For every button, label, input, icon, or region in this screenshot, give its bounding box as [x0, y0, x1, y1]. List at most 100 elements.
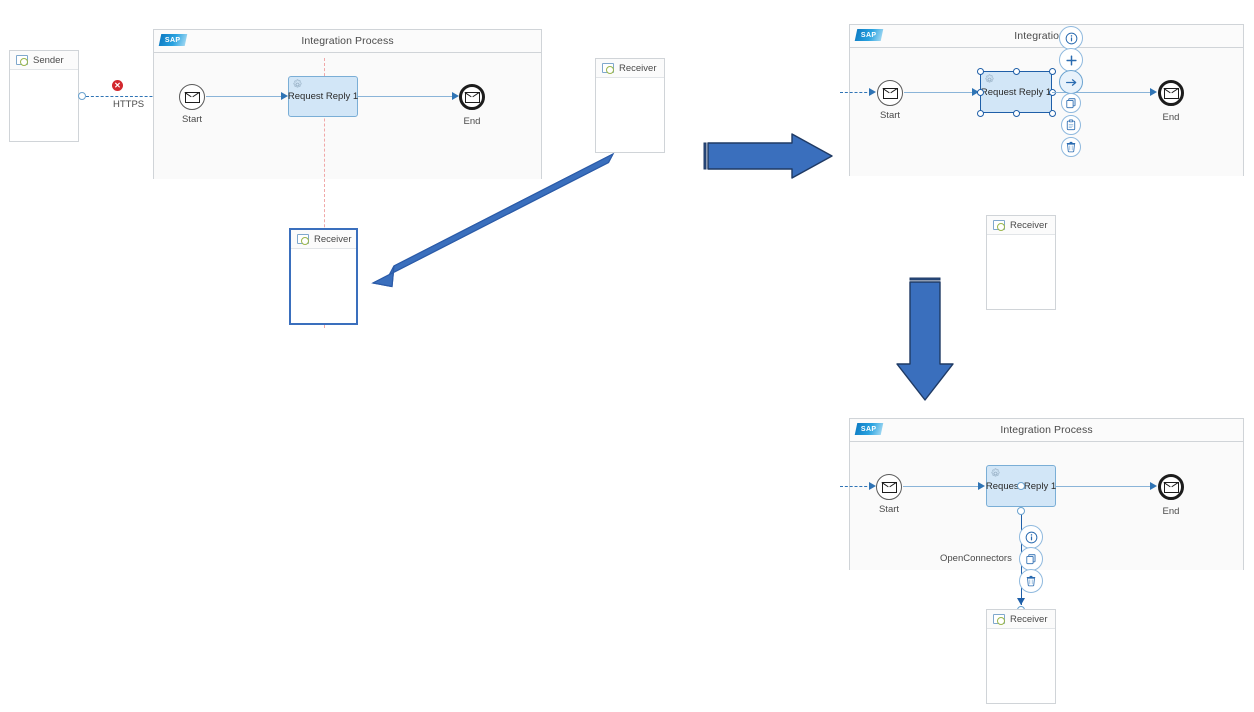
- pool-header-selected: SAP Integration Pr: [850, 25, 1243, 48]
- pool-header-after: SAP Integration Process: [850, 419, 1243, 442]
- activity-anchor-center-after[interactable]: [1017, 482, 1025, 490]
- activity-to-end-connector-after[interactable]: [1056, 486, 1152, 487]
- receiver-dragged-body: [291, 249, 356, 323]
- start-to-activity-connector-selected[interactable]: [904, 92, 974, 93]
- receiver-participant-connected[interactable]: Receiver: [986, 609, 1056, 704]
- end-event-after[interactable]: End: [1158, 474, 1184, 517]
- sap-logo-icon: SAP: [158, 34, 188, 46]
- connection-copy-button[interactable]: [1019, 547, 1043, 571]
- end-event-label: End: [463, 116, 481, 127]
- activity-to-end-arrowhead-selected: [1150, 88, 1157, 96]
- participant-system-icon: [297, 233, 309, 245]
- receiver-source-body: [596, 78, 664, 152]
- info-icon: [1065, 32, 1077, 44]
- request-reply-activity-selected[interactable]: Request Reply 1: [980, 71, 1052, 113]
- gear-icon: [985, 74, 994, 83]
- sap-logo-icon: SAP: [854, 29, 884, 41]
- incoming-stub-arrowhead: [869, 88, 876, 96]
- start-to-activity-arrowhead-after: [978, 482, 985, 490]
- resize-handle-se[interactable]: [1048, 109, 1056, 117]
- activity-label-before: Request Reply 1: [287, 91, 359, 102]
- resize-handle-nw[interactable]: [976, 67, 984, 75]
- connection-info-button[interactable]: [1019, 525, 1043, 549]
- end-event-label: End: [1162, 506, 1180, 517]
- receiver-participant-dragged[interactable]: Receiver: [289, 228, 358, 325]
- resize-handle-w[interactable]: [976, 88, 984, 96]
- pool-title-before: Integration Process: [301, 35, 394, 47]
- quick-action-add-button[interactable]: [1059, 48, 1083, 72]
- start-event-after[interactable]: Start: [876, 474, 902, 515]
- receiver-connected-header: Receiver: [987, 610, 1055, 629]
- receiver-middle-header: Receiver: [987, 216, 1055, 235]
- plus-icon: [1065, 54, 1077, 66]
- end-event-before[interactable]: End: [459, 84, 485, 127]
- request-reply-activity-before[interactable]: Request Reply 1: [288, 76, 358, 117]
- receiver-connected-body: [987, 629, 1055, 703]
- activity-to-end-arrowhead: [452, 92, 459, 100]
- start-to-activity-connector-before[interactable]: [206, 96, 282, 97]
- step-arrow-right: [703, 133, 834, 179]
- quick-action-connector-button[interactable]: [1059, 70, 1083, 94]
- trash-icon: [1066, 141, 1076, 153]
- start-to-activity-arrowhead: [281, 92, 288, 100]
- quick-action-info-button[interactable]: [1059, 26, 1083, 50]
- sender-header: Sender: [10, 51, 78, 70]
- receiver-participant-source[interactable]: Receiver: [595, 58, 665, 153]
- openconnectors-arrowhead: [1016, 598, 1025, 605]
- start-to-activity-arrowhead-selected: [972, 88, 979, 96]
- paste-icon: [1066, 119, 1076, 131]
- drag-receiver-arrow: [370, 150, 620, 295]
- info-icon: [1025, 531, 1037, 543]
- start-event-before[interactable]: Start: [179, 84, 205, 125]
- quick-action-copy-button[interactable]: [1061, 93, 1081, 113]
- receiver-middle-body: [987, 235, 1055, 309]
- start-event-selected[interactable]: Start: [877, 80, 903, 121]
- copy-icon: [1066, 98, 1076, 109]
- gear-icon: [991, 468, 1000, 477]
- activity-to-end-connector-before[interactable]: [358, 96, 455, 97]
- copy-icon: [1026, 554, 1036, 565]
- incoming-stub-connector-after[interactable]: [840, 486, 872, 487]
- incoming-stub-arrowhead-after: [869, 482, 876, 490]
- activity-to-end-connector-selected[interactable]: [1052, 92, 1152, 93]
- openconnectors-source-anchor[interactable]: [1017, 507, 1025, 515]
- receiver-connected-label: Receiver: [1010, 613, 1048, 625]
- receiver-middle-label: Receiver: [1010, 219, 1048, 231]
- connection-delete-button[interactable]: [1019, 569, 1043, 593]
- sender-participant[interactable]: Sender: [9, 50, 79, 142]
- start-event-label: Start: [879, 110, 901, 121]
- step-arrow-down: [896, 277, 954, 403]
- incoming-stub-connector-selected[interactable]: [840, 92, 872, 93]
- activity-to-end-arrowhead-after: [1150, 482, 1157, 490]
- resize-handle-ne[interactable]: [1048, 67, 1056, 75]
- quick-action-paste-button[interactable]: [1061, 115, 1081, 135]
- sender-body: [10, 70, 78, 141]
- sender-connection-endpoint[interactable]: [78, 92, 86, 100]
- start-event-label: Start: [878, 504, 900, 515]
- openconnectors-label: OpenConnectors: [940, 553, 1012, 564]
- end-event-label: End: [1162, 112, 1180, 123]
- sender-label: Sender: [33, 54, 64, 66]
- receiver-source-label: Receiver: [619, 62, 657, 74]
- message-envelope-icon: [1163, 87, 1179, 99]
- participant-system-icon: [993, 613, 1005, 625]
- quick-action-delete-button[interactable]: [1061, 137, 1081, 157]
- connector-error-icon: ✕: [112, 80, 123, 91]
- gear-icon: [293, 79, 302, 88]
- receiver-participant-middle[interactable]: Receiver: [986, 215, 1056, 310]
- pool-header-before: SAP Integration Process: [154, 30, 541, 53]
- resize-handle-n[interactable]: [1012, 67, 1020, 75]
- sender-https-connector[interactable]: [86, 96, 172, 97]
- start-event-label: Start: [181, 114, 203, 125]
- alignment-guide-line: [324, 58, 325, 328]
- receiver-dragged-header: Receiver: [291, 230, 356, 249]
- message-envelope-icon: [881, 481, 897, 493]
- participant-system-icon: [993, 219, 1005, 231]
- resize-handle-sw[interactable]: [976, 109, 984, 117]
- message-envelope-icon: [1163, 481, 1179, 493]
- resize-handle-s[interactable]: [1012, 109, 1020, 117]
- end-event-selected[interactable]: End: [1158, 80, 1184, 123]
- start-to-activity-connector-after[interactable]: [903, 486, 980, 487]
- trash-icon: [1026, 575, 1036, 587]
